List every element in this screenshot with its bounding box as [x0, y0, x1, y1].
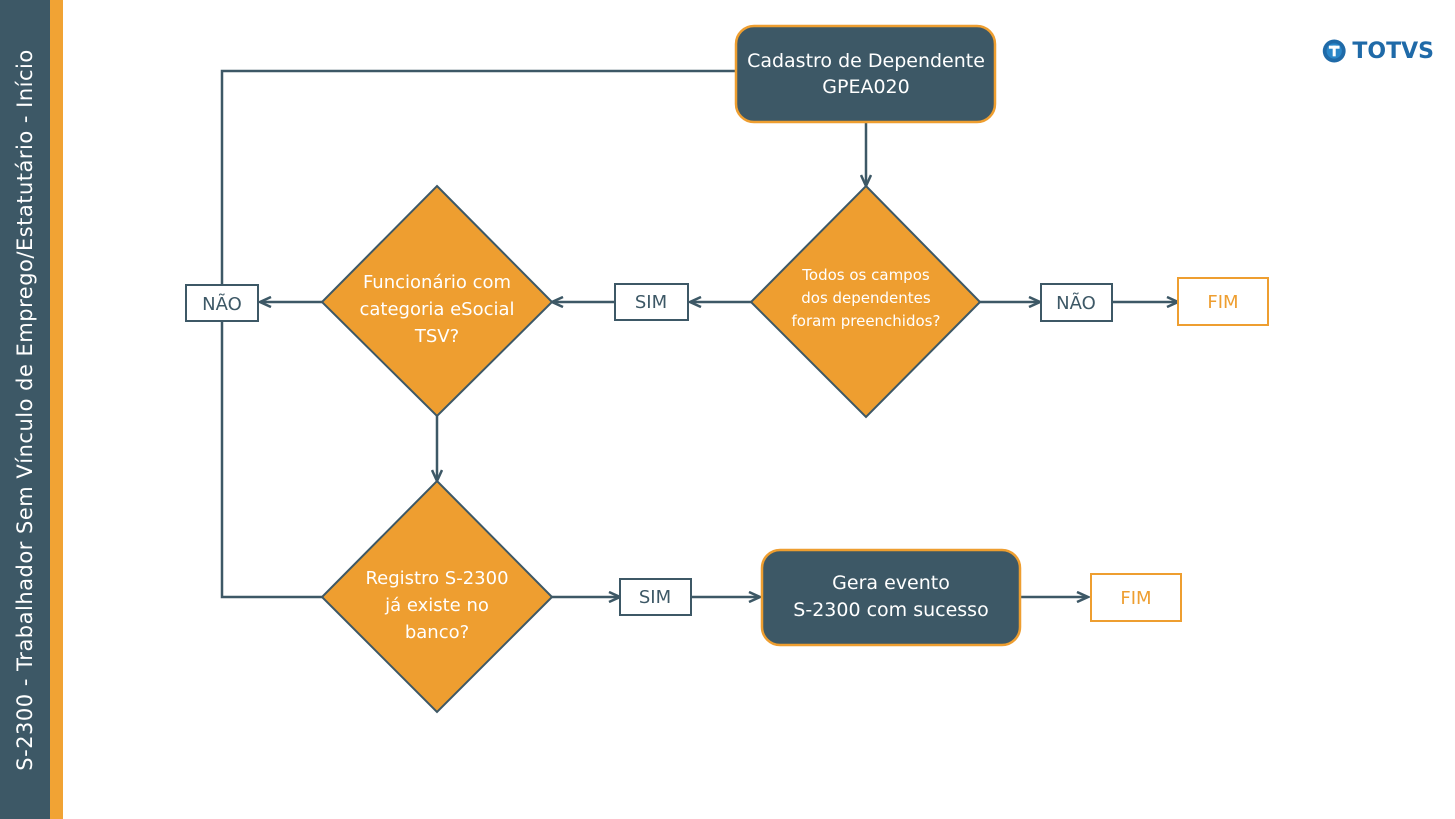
connector-nao-left-to-registro	[220, 321, 322, 599]
label-nao-right: NÃO	[1040, 283, 1113, 322]
cadastro-line2: GPEA020	[822, 76, 909, 98]
funcionario-line1: Funcionário com	[363, 272, 511, 293]
nao-right-text: NÃO	[1056, 292, 1096, 314]
decision-funcionario-tsv: Funcionário com categoria eSocial TSV?	[320, 184, 554, 418]
terminal-fim-top: FIM	[1177, 277, 1269, 326]
decision-registro-existe: Registro S-2300 já existe no banco?	[320, 479, 554, 714]
fim-bottom-text: FIM	[1120, 588, 1151, 609]
process-cadastro-dependente: Cadastro de Dependente GPEA020	[734, 24, 997, 124]
registro-line2: já existe no	[384, 595, 489, 616]
funcionario-line3: TSV?	[414, 326, 459, 347]
funcionario-line2: categoria eSocial	[359, 299, 514, 320]
registro-line1: Registro S-2300	[365, 568, 508, 589]
gera-evento-line1: Gera evento	[832, 572, 950, 594]
process-gera-evento: Gera evento S-2300 com sucesso	[760, 548, 1022, 647]
label-sim-top: SIM	[614, 283, 689, 321]
registro-line3: banco?	[405, 622, 469, 643]
fim-top-text: FIM	[1207, 292, 1238, 313]
nao-left-text: NÃO	[202, 293, 242, 315]
sim-top-text: SIM	[635, 292, 667, 313]
totvs-logo: TOTVS	[1322, 34, 1434, 68]
sidebar-accent-stripe	[50, 0, 63, 819]
label-sim-bottom: SIM	[619, 578, 692, 616]
todos-campos-line2: dos dependentes	[801, 289, 931, 307]
sim-bottom-text: SIM	[639, 587, 671, 608]
gera-evento-line2: S-2300 com sucesso	[793, 599, 988, 621]
connector-cadastro-to-nao-left	[220, 69, 736, 287]
todos-campos-line3: foram preenchidos?	[792, 312, 941, 330]
decision-todos-campos: Todos os campos dos dependentes foram pr…	[749, 184, 982, 419]
terminal-fim-bottom: FIM	[1090, 573, 1182, 622]
sidebar-panel: S-2300 - Trabalhador Sem Vínculo de Empr…	[0, 0, 50, 819]
todos-campos-line1: Todos os campos	[801, 266, 930, 284]
totvs-logo-icon	[1322, 39, 1346, 63]
logo-text: TOTVS	[1352, 38, 1434, 64]
label-nao-left: NÃO	[185, 284, 259, 322]
cadastro-line1: Cadastro de Dependente	[747, 50, 985, 72]
